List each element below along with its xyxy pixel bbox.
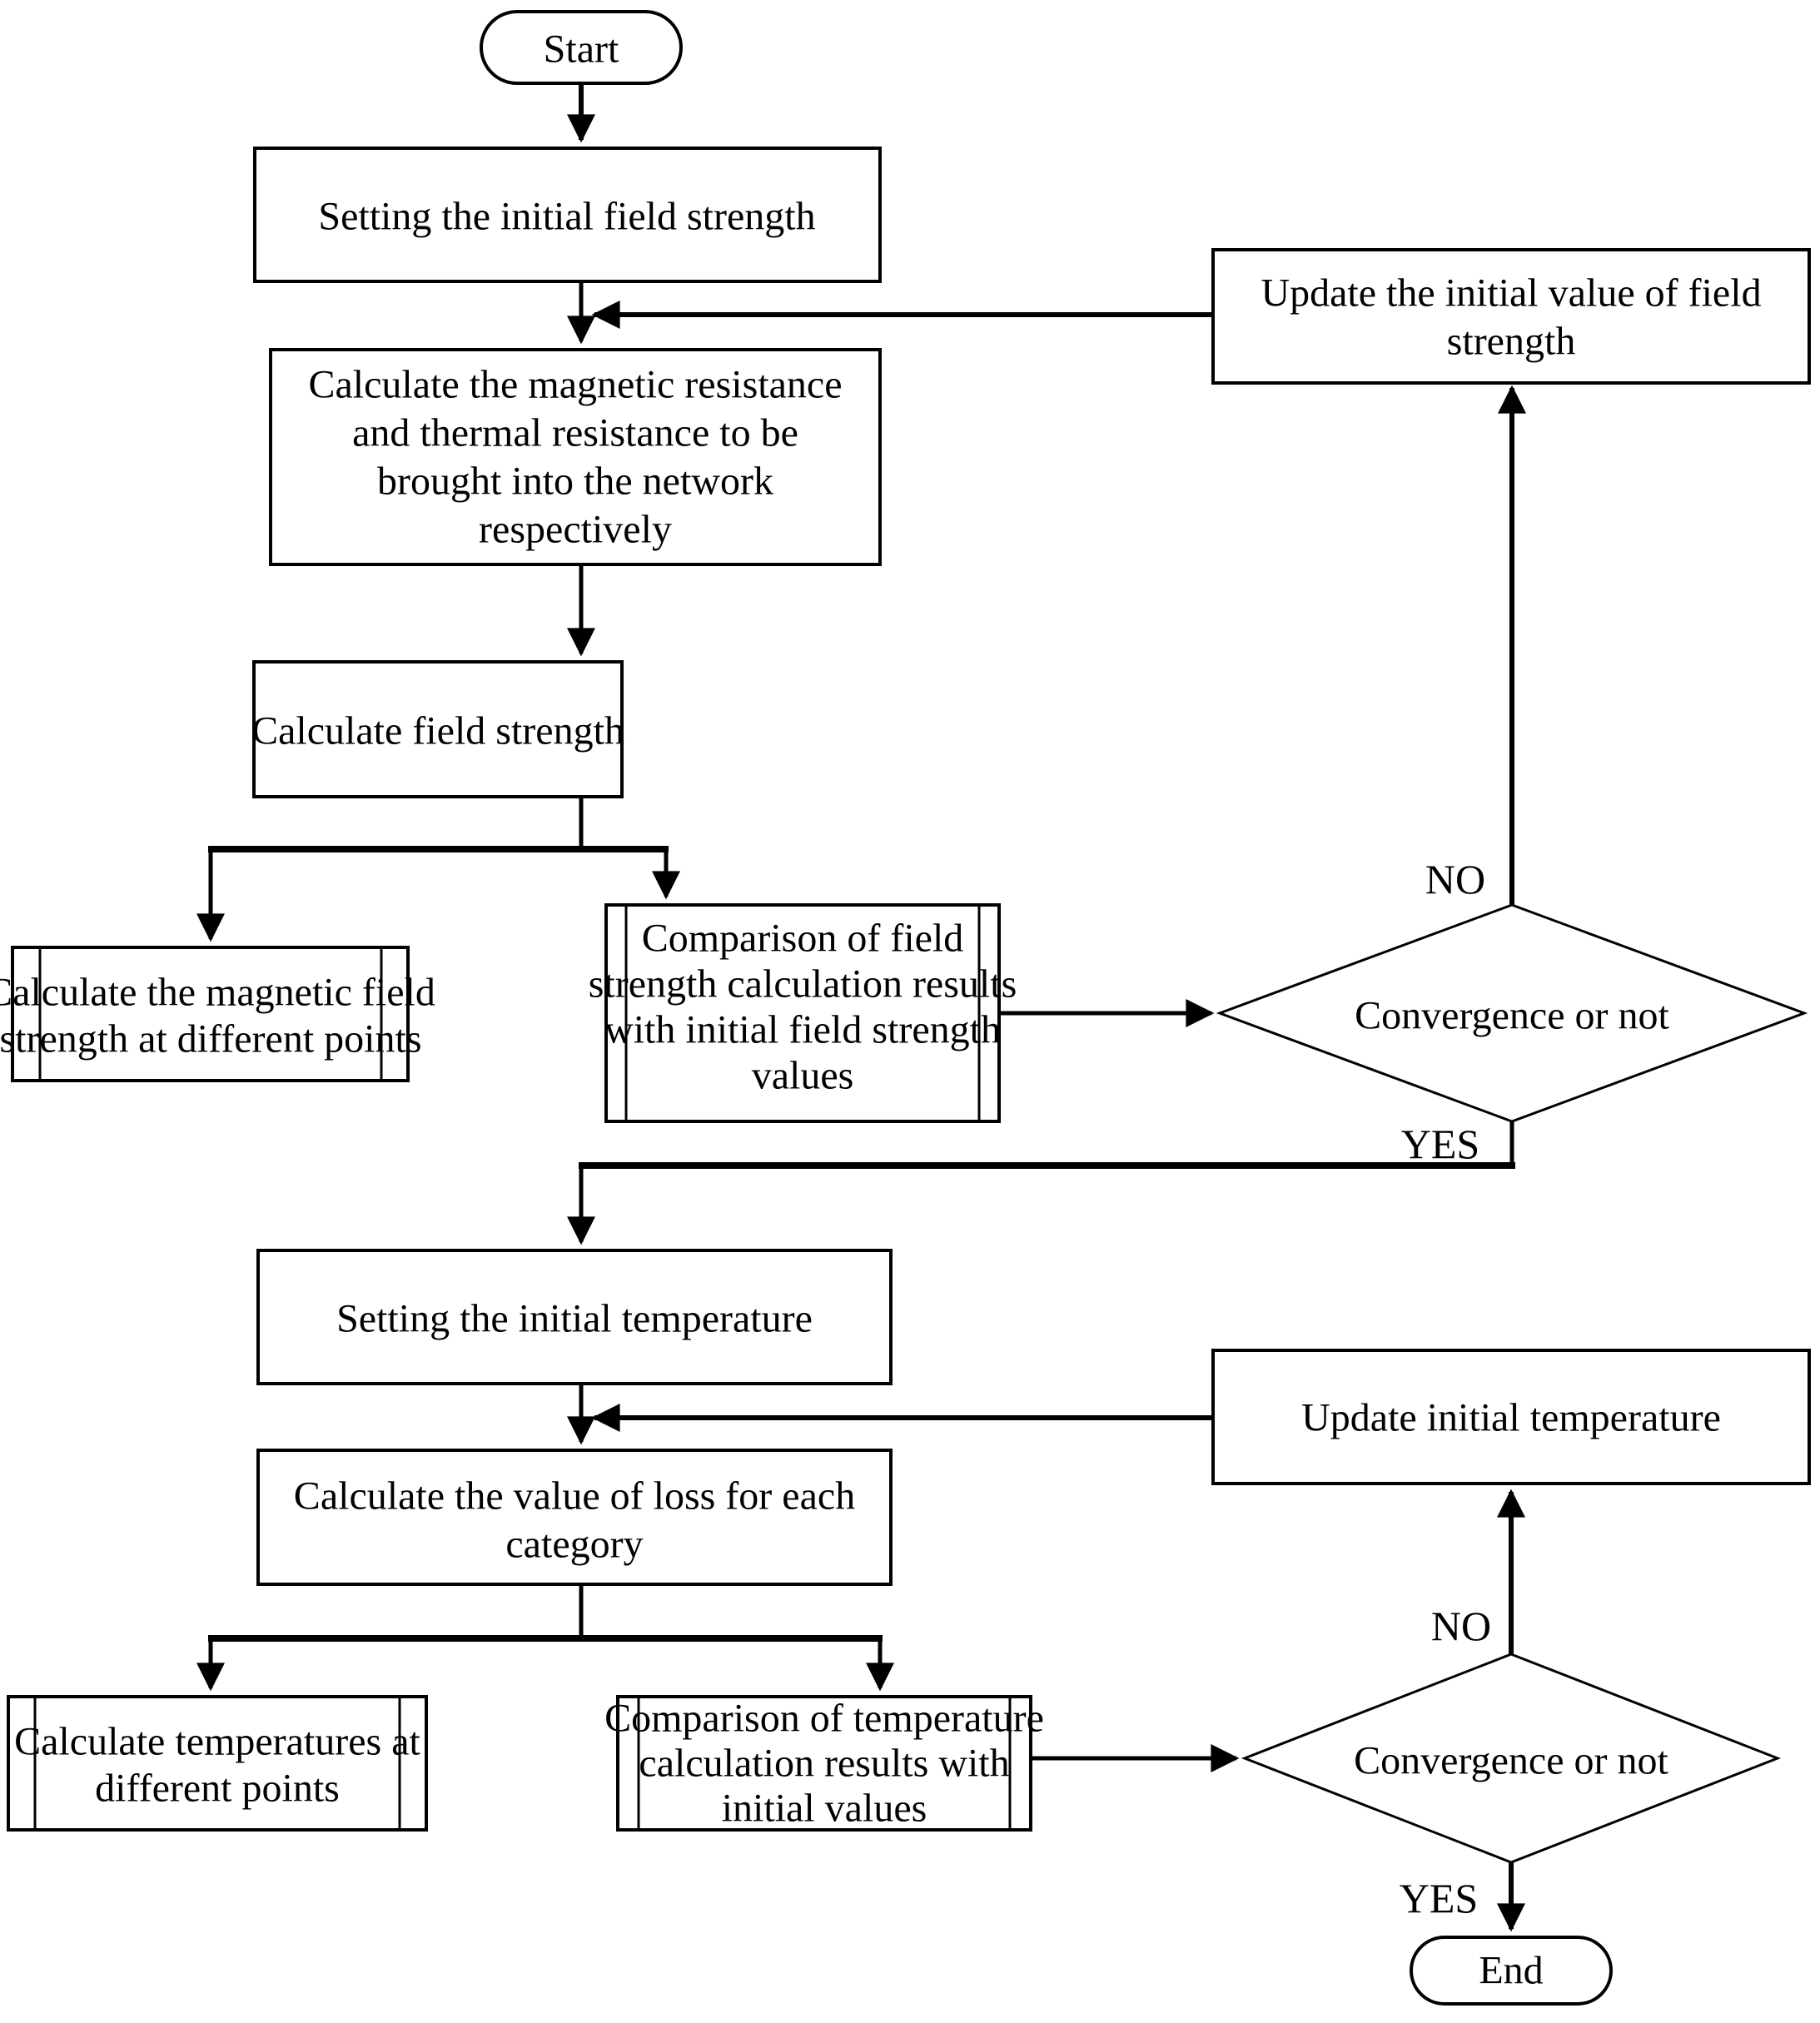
calc-resistance-line4: respectively bbox=[479, 508, 672, 552]
compare-temp-node bbox=[616, 1695, 1032, 1832]
convergence2-no-label: NO bbox=[1431, 1603, 1491, 1649]
compare-temp-line3: initial values bbox=[722, 1787, 927, 1831]
convergence2-yes-label: YES bbox=[1400, 1875, 1478, 1921]
calc-temp-points-node bbox=[7, 1695, 428, 1832]
convergence1-node bbox=[1216, 903, 1808, 1123]
calc-resistance-line3: brought into the network bbox=[377, 460, 773, 504]
update-temp-label: Update initial temperature bbox=[1301, 1396, 1721, 1440]
set-temp-node bbox=[256, 1249, 893, 1385]
convergence2-node bbox=[1241, 1653, 1782, 1864]
calc-loss-line2: category bbox=[505, 1523, 643, 1567]
convergence1-yes-label: YES bbox=[1401, 1121, 1479, 1167]
update-temp-node bbox=[1211, 1349, 1811, 1485]
update-field-node bbox=[1211, 248, 1811, 385]
update-field-line1: Update the initial value of field bbox=[1261, 271, 1761, 316]
end-node bbox=[1410, 1936, 1613, 2006]
calc-field-node bbox=[252, 660, 624, 798]
set-field-label: Setting the initial field strength bbox=[318, 195, 815, 239]
calc-field-label: Calculate field strength bbox=[251, 709, 624, 753]
convergence1-no-label: NO bbox=[1425, 856, 1485, 902]
convergence1-label: Convergence or not bbox=[1355, 994, 1669, 1038]
calc-field-points-line1: Calculate the magnetic field bbox=[0, 971, 435, 1015]
calc-resistance-line2: and thermal resistance to be bbox=[352, 411, 798, 455]
calc-temp-points-line1: Calculate temperatures at bbox=[14, 1720, 420, 1764]
update-field-line2: strength bbox=[1447, 320, 1576, 364]
compare-field-line4: values bbox=[752, 1054, 854, 1098]
calc-field-points-line2: strength at different points bbox=[0, 1017, 422, 1061]
start-label: Start bbox=[544, 27, 619, 72]
set-field-node bbox=[253, 147, 882, 283]
set-temp-label: Setting the initial temperature bbox=[336, 1297, 813, 1341]
compare-temp-line1: Comparison of temperature bbox=[604, 1697, 1044, 1741]
start-node bbox=[480, 10, 683, 85]
compare-field-line3: with initial field strength bbox=[604, 1008, 1001, 1052]
calc-temp-points-line2: different points bbox=[95, 1767, 340, 1811]
compare-field-line1: Comparison of field bbox=[642, 917, 964, 961]
compare-field-line2: strength calculation results bbox=[589, 962, 1017, 1007]
convergence2-label: Convergence or not bbox=[1354, 1739, 1668, 1783]
calc-loss-line1: Calculate the value of loss for each bbox=[294, 1474, 855, 1518]
calc-resistance-line1: Calculate the magnetic resistance bbox=[308, 363, 842, 407]
compare-temp-line2: calculation results with bbox=[639, 1742, 1009, 1786]
calc-field-points-node bbox=[11, 946, 410, 1082]
end-label: End bbox=[1479, 1949, 1543, 1993]
calc-loss-node bbox=[256, 1449, 893, 1586]
calc-resistance-node bbox=[269, 348, 882, 566]
compare-field-node bbox=[604, 903, 1001, 1123]
